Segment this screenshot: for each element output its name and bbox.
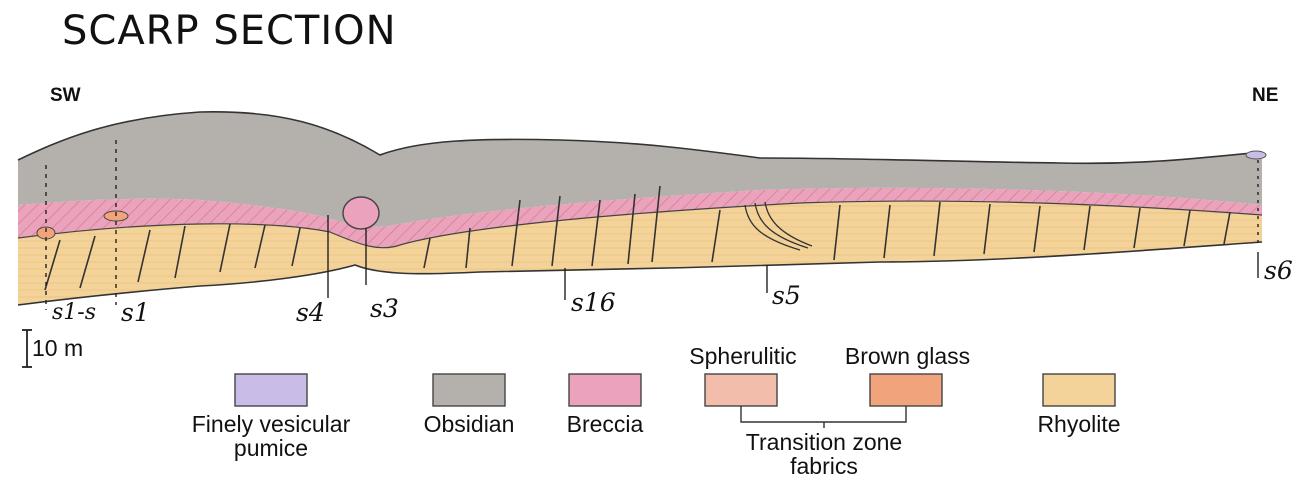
legend-label-transition: Transition zone fabrics bbox=[738, 430, 910, 478]
pumice-lens bbox=[1246, 151, 1266, 159]
breccia-pod bbox=[343, 197, 379, 229]
sample-label-s16: s16 bbox=[571, 288, 616, 317]
legend-swatch-obsidian bbox=[433, 374, 505, 406]
legend-label-obsidian: Obsidian bbox=[399, 412, 539, 436]
scale-bar bbox=[22, 330, 32, 367]
sample-label-s1-s: s1-s bbox=[52, 300, 96, 325]
transition-bracket bbox=[741, 406, 906, 428]
sample-label-s4: s4 bbox=[296, 298, 325, 327]
legend-label-rhyolite: Rhyolite bbox=[1016, 412, 1142, 436]
sample-label-s1: s1 bbox=[121, 298, 150, 327]
sample-label-s6: s6 bbox=[1264, 256, 1293, 285]
legend-swatch-brown-glass bbox=[870, 374, 942, 406]
legend-label-pumice: Finely vesicular pumice bbox=[165, 412, 377, 460]
legend-label-breccia: Breccia bbox=[545, 412, 665, 436]
legend-label-spherulitic: Spherulitic bbox=[668, 344, 818, 368]
legend-swatch-pumice bbox=[235, 374, 307, 406]
legend-label-brown-glass: Brown glass bbox=[825, 344, 990, 368]
scale-bar-label: 10 m bbox=[32, 335, 83, 362]
legend-swatch-spherulitic bbox=[705, 374, 777, 406]
legend-swatch-rhyolite bbox=[1043, 374, 1115, 406]
sample-label-s3: s3 bbox=[370, 294, 399, 323]
legend-swatch-breccia bbox=[569, 374, 641, 406]
sample-label-s5: s5 bbox=[772, 281, 801, 310]
